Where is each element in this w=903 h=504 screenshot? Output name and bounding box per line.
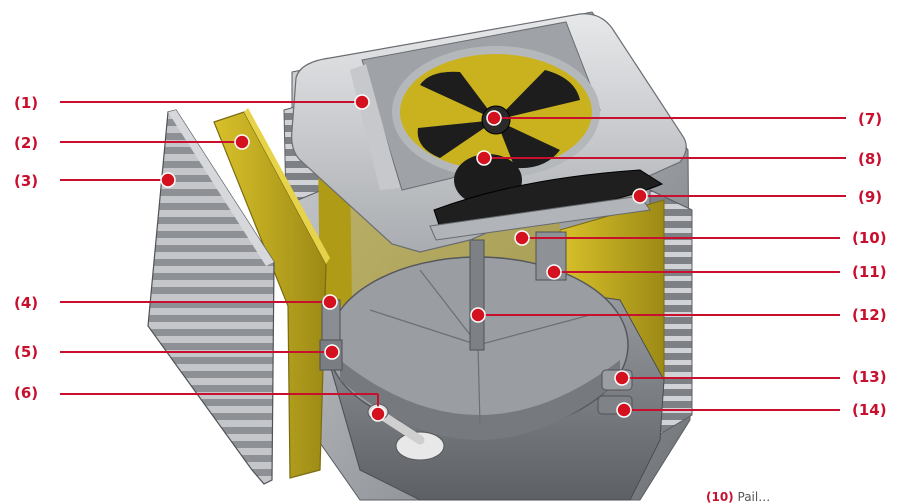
callout-8-dot — [476, 150, 492, 166]
callout-4-dot — [322, 294, 338, 310]
callout-13: (13) — [614, 368, 887, 386]
callout-8-label: (8) — [858, 150, 882, 168]
callout-10-dot — [514, 230, 530, 246]
bottom-note: (10) Pail… — [706, 490, 770, 504]
callout-6: (6) — [14, 384, 386, 422]
callout-6-dot — [370, 406, 386, 422]
callout-11: (11) — [546, 263, 887, 281]
callout-3: (3) — [14, 172, 176, 190]
callout-14-dot — [616, 402, 632, 418]
callout-7-label: (7) — [858, 110, 882, 128]
callout-1-dot — [354, 94, 370, 110]
callout-7-dot — [486, 110, 502, 126]
callout-13-dot — [614, 370, 630, 386]
callout-11-label: (11) — [852, 263, 887, 281]
callout-3-label: (3) — [14, 172, 38, 190]
callout-12-dot — [470, 307, 486, 323]
callout-13-label: (13) — [852, 368, 887, 386]
callout-3-dot — [160, 172, 176, 188]
callout-9-label: (9) — [858, 188, 882, 206]
callout-9-dot — [632, 188, 648, 204]
callout-10: (10) — [514, 229, 887, 247]
callout-12-label: (12) — [852, 306, 887, 324]
bottom-note-number: (10) — [706, 490, 734, 504]
motor-shaft — [469, 239, 485, 351]
callout-layer: (1) (2) (3) (4) (5) (6) (7) (8) (9) (10) (11) (12) (… — [14, 94, 887, 422]
filter-panel — [213, 108, 330, 479]
bottom-note-text: Pail… — [737, 490, 771, 504]
callout-1: (1) — [14, 94, 370, 112]
callout-8: (8) — [476, 150, 882, 168]
callout-5: (5) — [14, 343, 340, 361]
callout-7: (7) — [486, 110, 882, 128]
callout-2-dot — [234, 134, 250, 150]
callout-12: (12) — [470, 306, 887, 324]
callout-5-label: (5) — [14, 343, 38, 361]
callout-6-label: (6) — [14, 384, 38, 402]
callout-2: (2) — [14, 134, 250, 152]
callout-11-dot — [546, 264, 562, 280]
callout-5-dot — [324, 344, 340, 360]
callout-10-label: (10) — [852, 229, 887, 247]
callout-9: (9) — [632, 188, 882, 206]
callout-14: (14) — [616, 401, 887, 419]
callout-1-label: (1) — [14, 94, 38, 112]
callout-14-label: (14) — [852, 401, 887, 419]
front-grille — [147, 109, 275, 485]
callout-4-label: (4) — [14, 294, 38, 312]
callout-2-label: (2) — [14, 134, 38, 152]
compressor-piping — [319, 299, 445, 461]
wiring-tray — [429, 169, 664, 241]
callout-4: (4) — [14, 294, 338, 312]
